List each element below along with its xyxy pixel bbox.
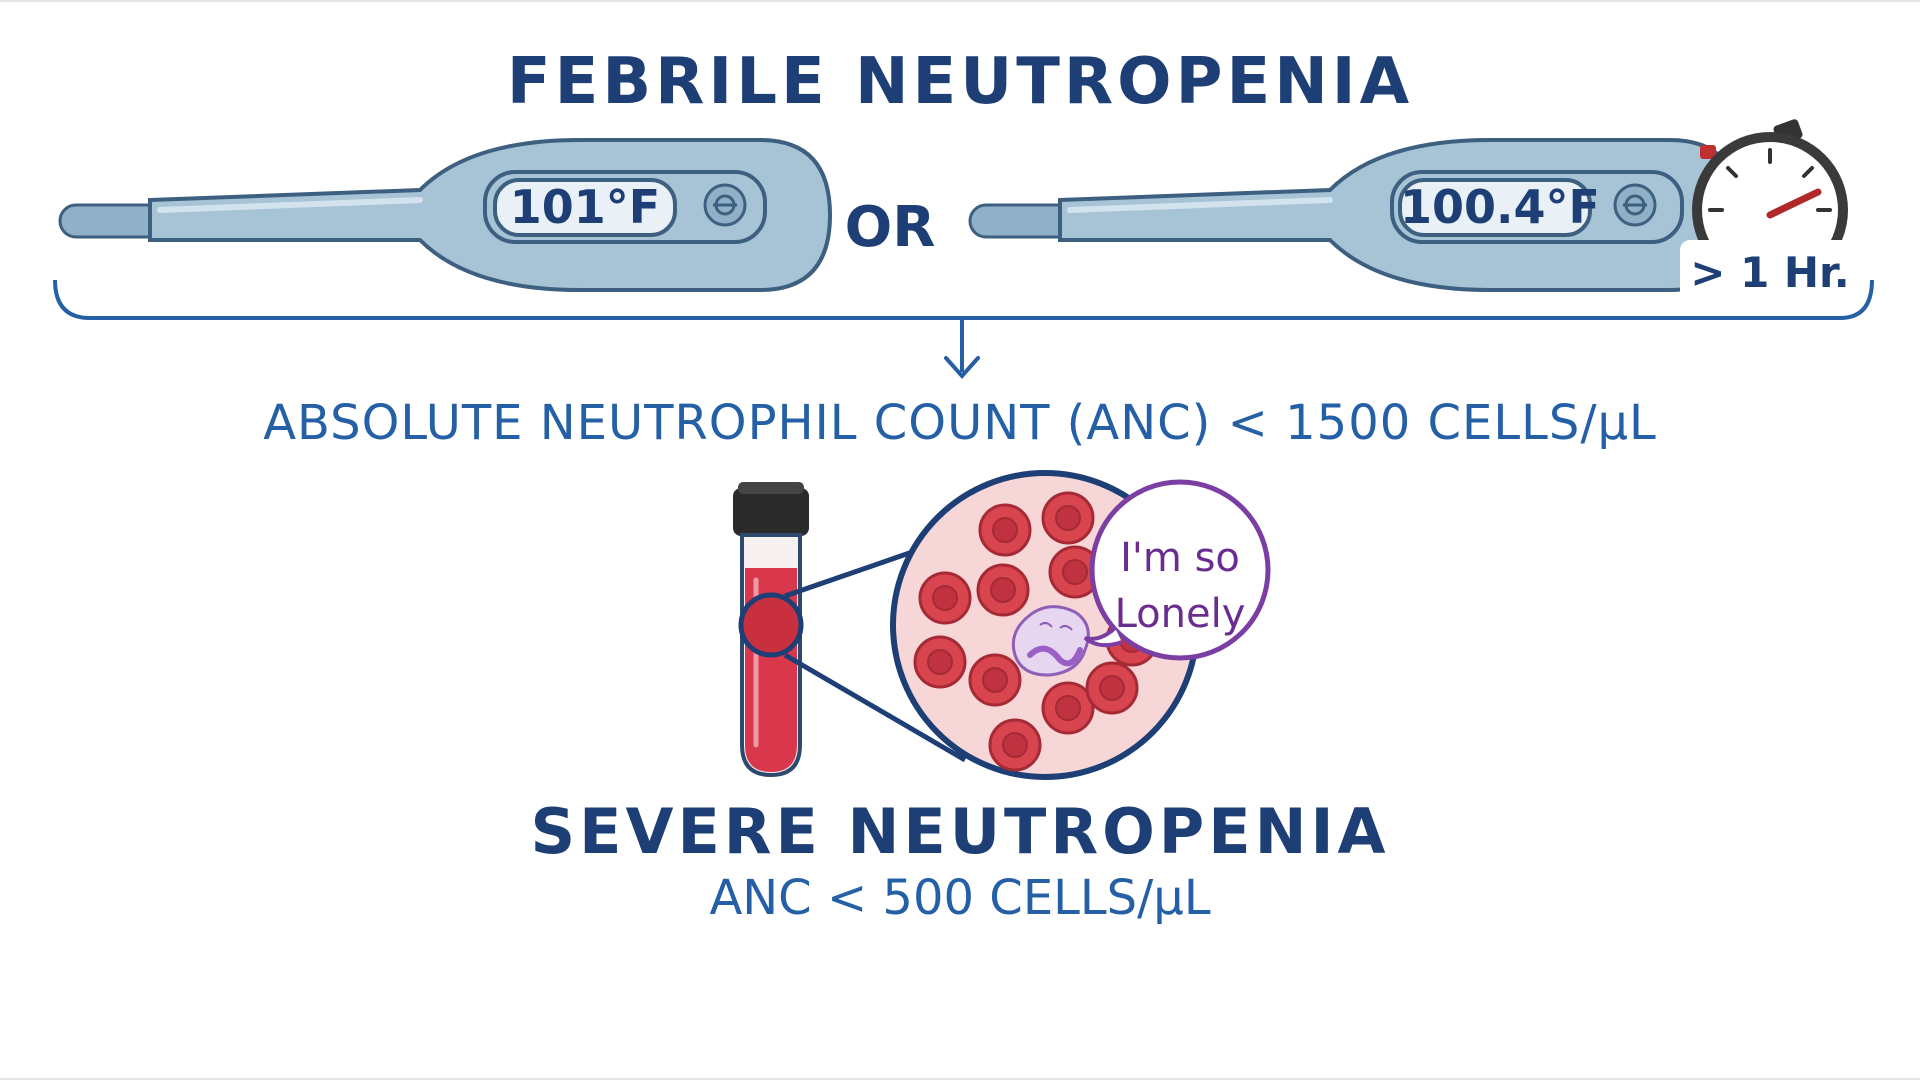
severe-title: SEVERE NEUTROPENIA <box>530 795 1390 868</box>
test-tube-icon <box>733 482 809 778</box>
power-button-icon <box>703 183 747 227</box>
duration-label: > 1 Hr. <box>1690 248 1850 297</box>
red-blood-cell-icon <box>918 571 972 625</box>
thermometer-2-reading: 100.4°F <box>1400 180 1600 234</box>
neutrophil-icon <box>1011 605 1090 677</box>
speech-bubble <box>1083 479 1271 661</box>
thermometer-1-reading: 101°F <box>509 180 661 234</box>
stopwatch-icon <box>1680 119 1860 302</box>
speech-line-2: Lonely <box>1114 591 1246 637</box>
red-blood-cell-icon <box>976 563 1030 617</box>
red-blood-cell-icon <box>1085 661 1139 715</box>
speech-bubble-text: I'm so Lonely <box>1095 530 1265 642</box>
red-blood-cell-icon <box>968 653 1022 707</box>
red-blood-cell-icon <box>1048 545 1102 599</box>
red-blood-cell-icon <box>913 635 967 689</box>
severe-criterion: ANC < 500 CELLS/µL <box>709 870 1211 926</box>
thermometer-icon <box>58 138 833 292</box>
brace <box>53 279 1874 320</box>
red-blood-cell-icon <box>988 718 1042 772</box>
speech-line-1: I'm so <box>1120 535 1240 581</box>
arrow-down-icon <box>944 320 980 380</box>
or-connector: OR <box>844 195 936 260</box>
thermometer-icon <box>968 138 1743 292</box>
red-blood-cell-icon <box>1041 681 1095 735</box>
red-blood-cell-icon <box>1041 491 1095 545</box>
red-blood-cell-icon <box>978 503 1032 557</box>
anc-criterion: ABSOLUTE NEUTROPHIL COUNT (ANC) < 1500 C… <box>263 395 1657 451</box>
page-title: FEBRILE NEUTROPENIA <box>506 45 1414 119</box>
power-button-icon <box>1613 183 1657 227</box>
